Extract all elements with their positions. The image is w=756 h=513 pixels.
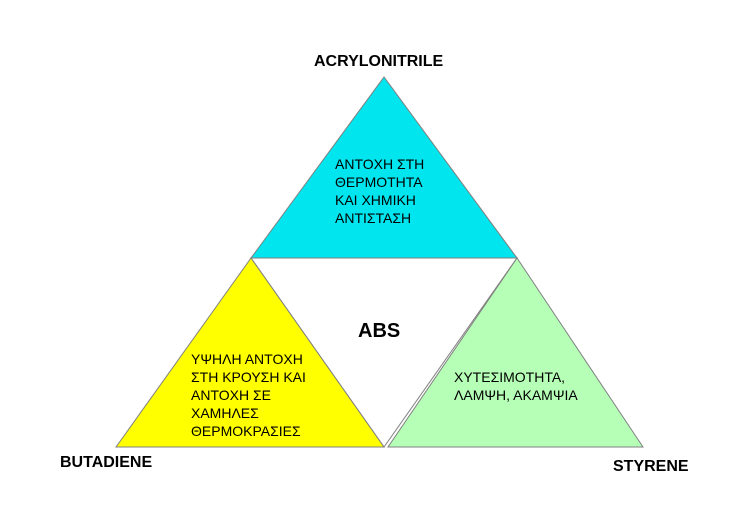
property-line: ΘΕΡΜΟΚΡΑΣΙΕΣ [191,423,301,439]
property-line: ΣΤΗ ΚΡΟΥΣΗ ΚΑΙ [191,369,306,385]
property-line: ΧΥΤΕΣΙΜΟΤΗΤΑ, [454,369,566,385]
property-line: ΘΕΡΜΟΤΗΤΑ [335,174,423,190]
butadiene-triangle [115,257,385,448]
acrylonitrile-properties: ΑΝΤΟΧΗ ΣΤΗ ΘΕΡΜΟΤΗΤΑ ΚΑΙ ΧΗΜΙΚΗ ΑΝΤΙΣΤΑΣ… [335,155,424,227]
property-line: ΛΑΜΨΗ, ΑΚΑΜΨΙΑ [454,387,578,403]
acrylonitrile-label: ACRYLONITRILE [314,53,444,70]
property-line: ΚΑΙ ΧΗΜΙΚΗ [335,192,416,208]
butadiene-label: BUTADIENE [60,454,153,471]
styrene-label: STYRENE [613,458,689,475]
styrene-triangle [387,257,644,448]
property-line: ΥΨΗΛΗ ΑΝΤΟΧΗ [191,351,303,367]
property-line: ΧΑΜΗΛΕΣ [191,405,259,421]
styrene-properties: ΧΥΤΕΣΙΜΟΤΗΤΑ, ΛΑΜΨΗ, ΑΚΑΜΨΙΑ [454,368,578,404]
acrylonitrile-triangle [250,76,518,259]
property-line: ΑΝΤΟΧΗ ΣΤΗ [335,156,425,172]
butadiene-properties: ΥΨΗΛΗ ΑΝΤΟΧΗ ΣΤΗ ΚΡΟΥΣΗ ΚΑΙ ΑΝΤΟΧΗ ΣΕ ΧΑ… [191,350,306,440]
abs-label: ABS [358,320,401,342]
property-line: ΑΝΤΟΧΗ ΣΕ [191,387,271,403]
property-line: ΑΝΤΙΣΤΑΣΗ [335,210,412,226]
